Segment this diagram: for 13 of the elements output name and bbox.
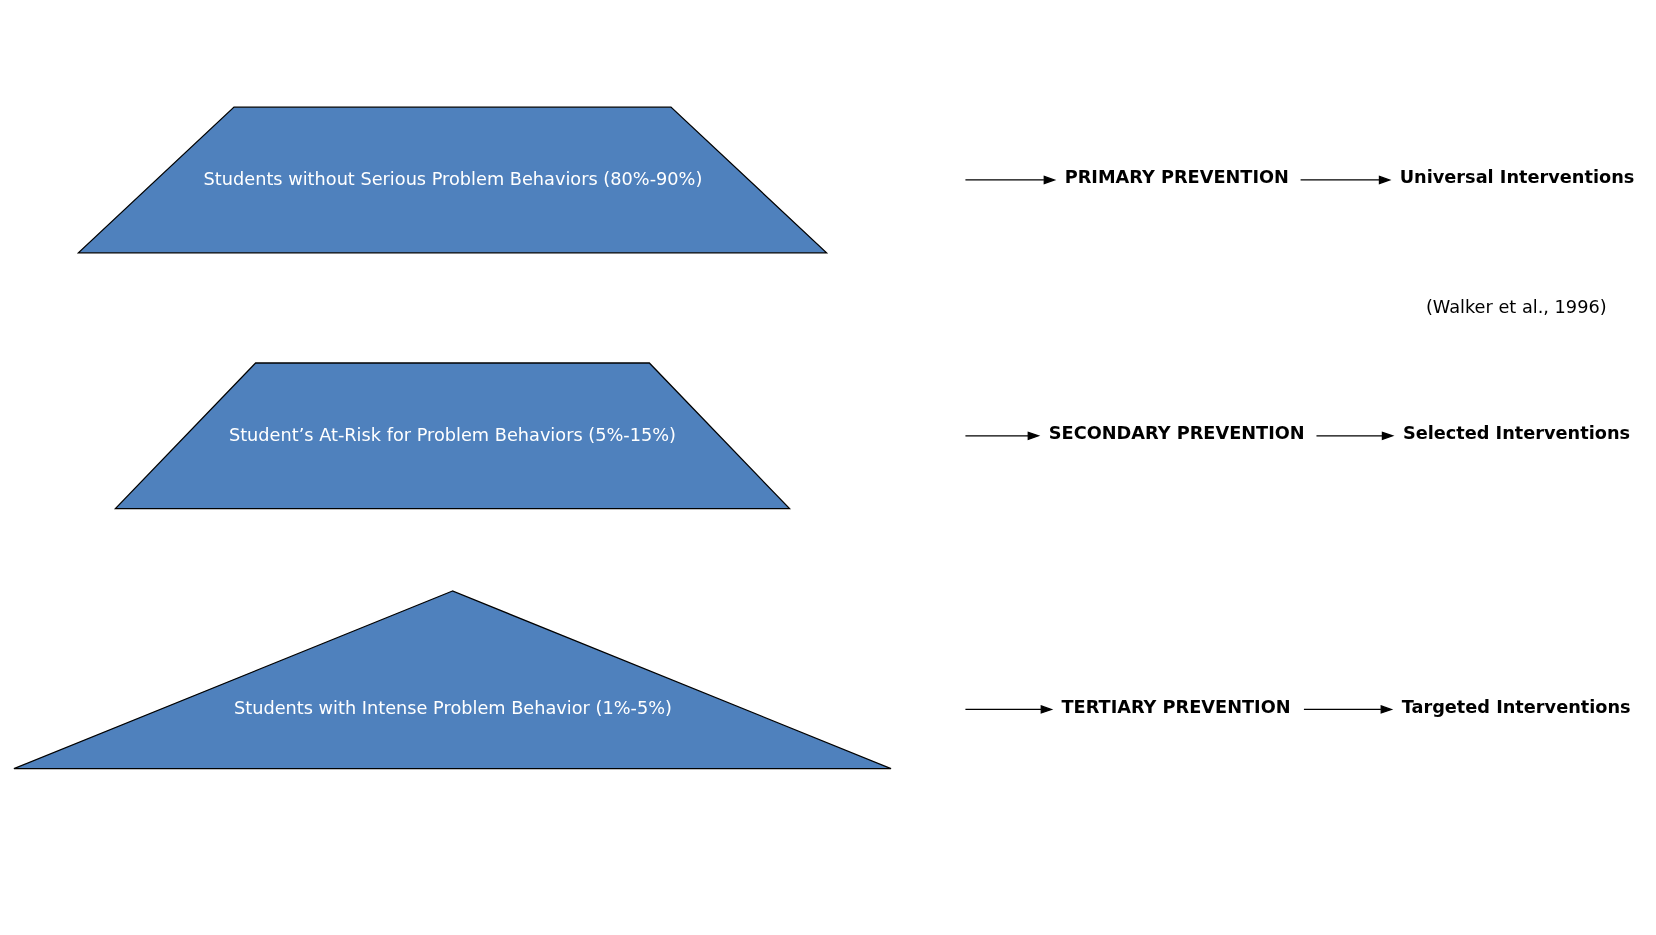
node-text: Selected Interventions (1402, 423, 1630, 444)
arrow (1315, 431, 1394, 441)
arrow (1302, 705, 1393, 714)
node-text: TERTIARY PREVENTION (1061, 696, 1291, 717)
label: (Walker et al., 1996) (1425, 296, 1607, 317)
arrow (964, 175, 1056, 185)
node-text: PRIMARY PREVENTION (1064, 167, 1289, 188)
arrow (964, 705, 1053, 714)
node-text: SECONDARY PREVENTION (1048, 423, 1305, 444)
node-text: Universal Interventions (1399, 167, 1634, 188)
arrow (964, 431, 1040, 441)
node-text: Targeted Interventions (1401, 696, 1631, 717)
arrow (1299, 175, 1391, 185)
